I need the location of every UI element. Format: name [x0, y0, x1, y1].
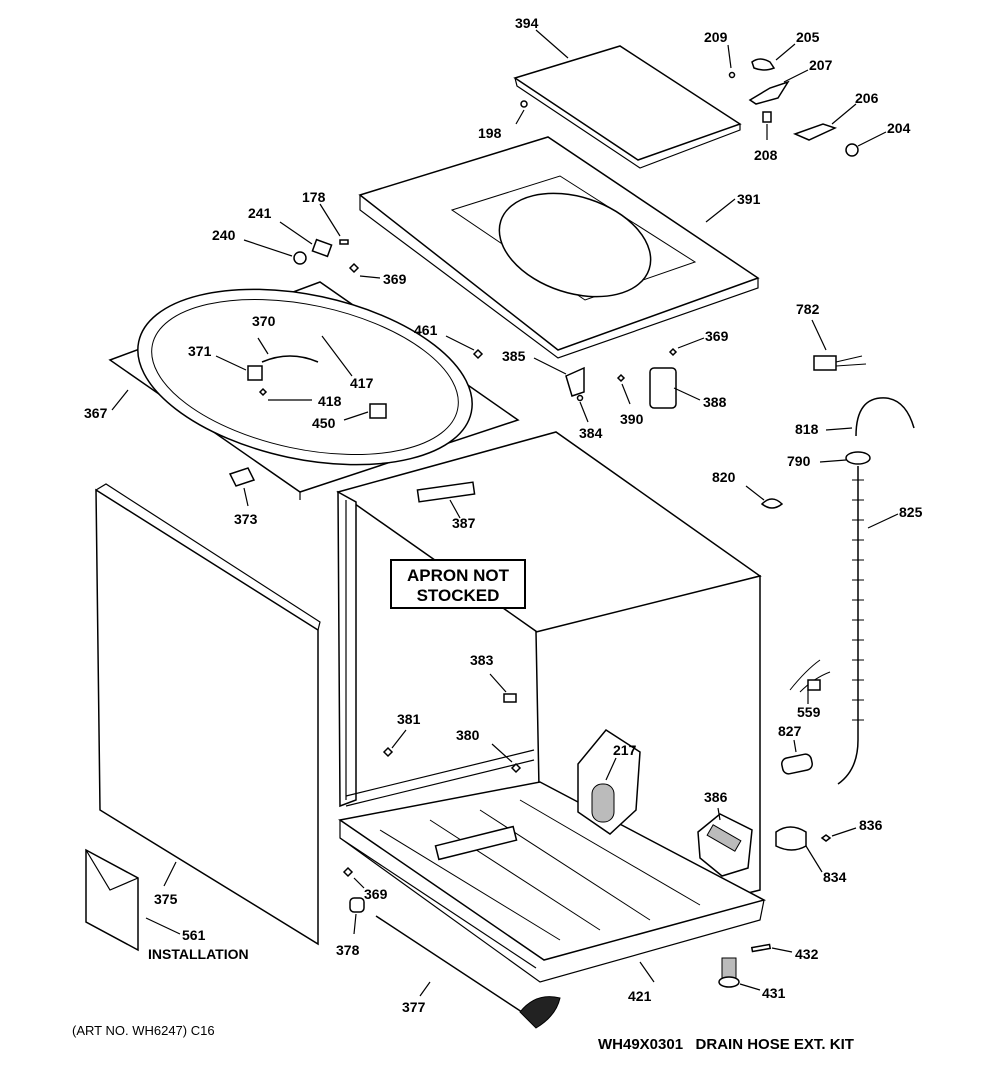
callout-432: 432	[795, 946, 819, 962]
callout-206: 206	[855, 90, 879, 106]
callout-207: 207	[809, 57, 833, 73]
callout-390: 390	[620, 411, 644, 427]
apron-line-2: STOCKED	[417, 586, 500, 605]
callout-394: 394	[515, 15, 539, 31]
callout-367: 367	[84, 405, 108, 421]
callout-461: 461	[414, 322, 438, 338]
callout-431: 431	[762, 985, 786, 1001]
callout-386: 386	[704, 789, 728, 805]
cabinet	[336, 431, 767, 983]
callout-383: 383	[470, 652, 494, 668]
callout-790: 790	[787, 453, 811, 469]
callout-373: 373	[234, 511, 258, 527]
callout-561: 561	[182, 927, 206, 943]
callout-378: 378	[336, 942, 360, 958]
callout-782: 782	[796, 301, 820, 317]
callout-369-base: 369	[364, 886, 388, 902]
callout-385: 385	[502, 348, 526, 364]
apron-line-1: APRON NOT	[407, 566, 510, 585]
callout-371: 371	[188, 343, 212, 359]
callout-417: 417	[350, 375, 374, 391]
callout-380: 380	[456, 727, 480, 743]
callout-217: 217	[613, 742, 637, 758]
callout-370: 370	[252, 313, 276, 329]
callout-208: 208	[754, 147, 778, 163]
callout-178: 178	[302, 189, 326, 205]
callout-450: 450	[312, 415, 336, 431]
art-number: (ART NO. WH6247) C16	[72, 1023, 215, 1038]
callout-421: 421	[628, 988, 652, 1004]
callout-387: 387	[452, 515, 476, 531]
drain-hose-kit: WH49X0301 DRAIN HOSE EXT. KIT	[598, 1036, 854, 1053]
tub-ring-367	[108, 281, 520, 500]
callout-834: 834	[823, 869, 847, 885]
callout-384: 384	[579, 425, 603, 441]
callout-198: 198	[478, 125, 502, 141]
callout-818: 818	[795, 421, 819, 437]
callout-559: 559	[797, 704, 821, 720]
callout-204: 204	[887, 120, 911, 136]
callout-388: 388	[703, 394, 727, 410]
callout-375: 375	[154, 891, 178, 907]
installation-label: INSTALLATION	[148, 946, 249, 962]
callout-820: 820	[712, 469, 736, 485]
callout-369-switch: 369	[705, 328, 729, 344]
callout-825: 825	[899, 504, 923, 520]
callout-827: 827	[778, 723, 802, 739]
callout-241: 241	[248, 205, 272, 221]
callout-209: 209	[704, 29, 728, 45]
callout-369-hinge: 369	[383, 271, 407, 287]
callout-836: 836	[859, 817, 883, 833]
callout-377: 377	[402, 999, 426, 1015]
callout-381: 381	[397, 711, 421, 727]
top-cover-391	[358, 136, 760, 359]
callout-391: 391	[737, 191, 761, 207]
apron-note: APRON NOT STOCKED	[390, 559, 526, 609]
callout-418: 418	[318, 393, 342, 409]
callout-240: 240	[212, 227, 236, 243]
callout-205: 205	[796, 29, 820, 45]
lid-394	[513, 45, 742, 169]
side-panel-375	[95, 483, 321, 946]
